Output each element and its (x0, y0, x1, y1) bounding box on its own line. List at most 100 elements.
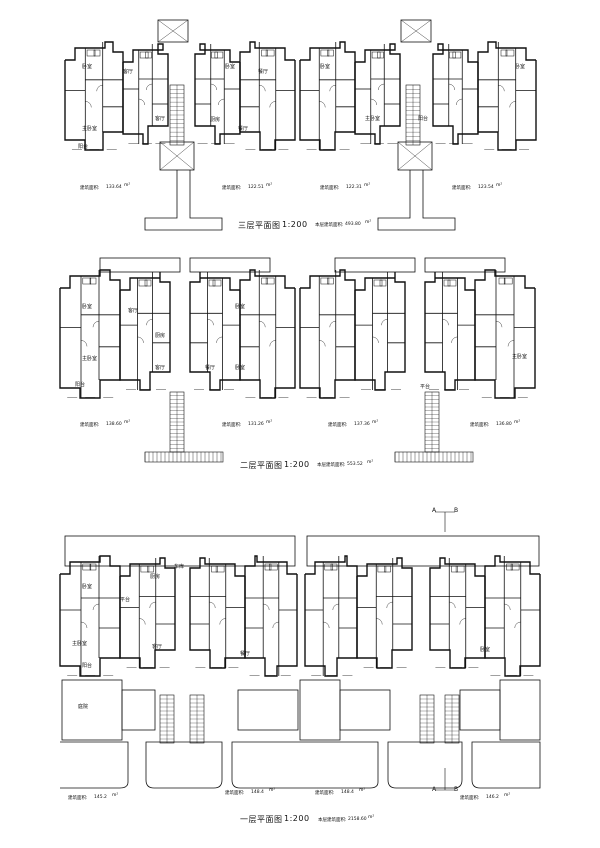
f2-unit1-outer-wall (59, 269, 121, 399)
f2-room-label: 卧室 (235, 304, 246, 310)
f1-unit2-outer-wall (119, 557, 176, 669)
f1-unit7-door-swing (459, 618, 466, 625)
f1-unit8-door-swing (504, 603, 511, 611)
f2-unit2-bath-fixture (138, 279, 148, 287)
f1-unit1-outer-wall (59, 555, 121, 677)
f2-unit2-door-swing (146, 319, 153, 326)
f1-unit-area-value: 148.4 (341, 790, 354, 795)
f1-unit8-door-swing (514, 621, 521, 629)
f2-unit4-door-swing (269, 340, 276, 347)
f3-unit2-outer-wall (122, 43, 169, 145)
f2-unit6-bath-fixture (373, 279, 383, 287)
f2-total-value: 553.52 (347, 462, 363, 467)
f2-unit1-door-swing (92, 321, 100, 328)
f1-unit-area-label: 建筑面积: (68, 796, 88, 801)
f2-room-label: 客厅 (128, 308, 139, 314)
f3-canopy-right (377, 170, 456, 231)
f1-unit6-door-swing (386, 601, 393, 609)
f1-unit-area-unit: m² (504, 793, 511, 798)
f1-total-unit: m² (368, 815, 375, 820)
f3-unit8-door-swing (509, 101, 516, 108)
f1-terrace-3 (231, 741, 379, 789)
f1-unit3-bath-fixture (211, 565, 218, 573)
f3-unit3-door-swing (210, 83, 217, 91)
f2-unit3-door-swing (207, 319, 214, 326)
f2-caption: 二层平面图 (240, 461, 283, 470)
f2-unit8-bath-fixture (498, 277, 506, 285)
f3-room-label: 厨房 (210, 117, 221, 123)
f2-unit3-bath-fixture (212, 279, 222, 287)
f3-room-label: 阳台 (78, 144, 89, 150)
f3-room-label: 卧室 (320, 64, 331, 70)
f3-unit5-door-swing (319, 101, 326, 108)
f3-room-label: 卧室 (515, 64, 526, 70)
f1-room-label: 餐厅 (240, 651, 251, 657)
f1-unit6-outer-wall (356, 557, 413, 669)
f1-unit7-bath-fixture (451, 565, 458, 573)
f2-room-label: 主卧室 (82, 356, 98, 362)
f1-unit-area-unit: m² (359, 788, 366, 793)
section-mark-a: A (432, 786, 437, 793)
f3-unit5-door-swing (329, 85, 336, 92)
section-mark-b: B (454, 786, 459, 793)
f1-room-label: 阳台 (82, 663, 93, 669)
f3-unit2-bath-fixture (145, 51, 152, 59)
f2-unit3-outer-wall (189, 272, 241, 391)
f3-unit-area-label: 建筑面积: (320, 186, 340, 191)
f2-roof-edge-right2 (424, 257, 506, 273)
f2-unit7-door-swing (451, 336, 458, 343)
f3-total-value: 493.80 (345, 222, 361, 227)
f3-unit-area-unit: m² (364, 183, 371, 188)
f2-unit7-outer-wall (424, 272, 476, 391)
f3-unit5-bath-fixture (320, 49, 330, 57)
f1-unit6-bath-fixture (384, 565, 391, 573)
f2-unit-area-unit: m² (266, 420, 273, 425)
f1-unit5-outer-wall (304, 555, 358, 677)
f1-unit-area-unit: m² (112, 793, 119, 798)
f1-unit5-door-swing (323, 621, 330, 629)
f1-room-label: 厨房 (150, 574, 161, 580)
f3-unit6-outer-wall (354, 43, 401, 145)
f2-room-label: 厨房 (155, 333, 166, 339)
f1-unit-area-value: 148.4 (251, 790, 264, 795)
f2-unit3-door-swing (216, 336, 223, 343)
f3-canopy-left (144, 170, 223, 231)
f2-unit5-bath-fixture (327, 277, 334, 285)
f3-unit4-door-swing (269, 101, 276, 108)
f3-unit-area-unit: m² (496, 183, 503, 188)
f1-unit-area-label: 建筑面积: (460, 796, 480, 801)
f3-room-label: 卧室 (82, 64, 93, 70)
f2-unit-area-value: 137.36 (354, 422, 370, 427)
f1-courtyard-2 (299, 679, 341, 741)
f3-room-label: 客厅 (155, 116, 166, 122)
f3-unit4-bath-fixture (265, 49, 275, 57)
f1-unit1-door-swing (92, 603, 100, 611)
f1-unit-area-value: 146.2 (486, 795, 499, 800)
f2-unit7-door-swing (442, 319, 449, 326)
f3-core-bottom-right (397, 141, 433, 171)
f1-room-label: 庭院 (78, 704, 89, 710)
f1-unit1-door-swing (80, 621, 88, 629)
f2-unit8-bath-fixture (503, 277, 513, 285)
f1-room-label: 卧室 (480, 647, 491, 653)
f3-room-label: 主卧室 (365, 116, 381, 122)
f1-total-value: 2158.60 (348, 817, 367, 822)
f1-caption: 一层平面图 (240, 815, 283, 824)
f3-unit7-door-swing (456, 98, 463, 106)
f2-unit4-door-swing (259, 321, 266, 328)
f1-unit8-outer-wall (484, 555, 541, 677)
f2-unit6-outer-wall (354, 272, 406, 391)
f3-room-label: 阳台 (418, 116, 429, 122)
f2-unit-area-label: 建筑面积: (222, 423, 242, 428)
f2-unit2-bath-fixture (144, 279, 152, 287)
f2-room-label: 客厅 (155, 365, 166, 371)
f1-unit-area-label: 建筑面积: (225, 791, 245, 796)
f1-platform-4 (459, 689, 501, 731)
f1-unit5-door-swing (332, 603, 339, 611)
f1-unit6-bath-fixture (377, 565, 387, 573)
f1-garden-wall-left (64, 535, 296, 567)
f2-unit-area-unit: m² (372, 420, 379, 425)
f3-unit-area-label: 建筑面积: (222, 186, 242, 191)
f3-unit5-outer-wall (299, 41, 356, 151)
